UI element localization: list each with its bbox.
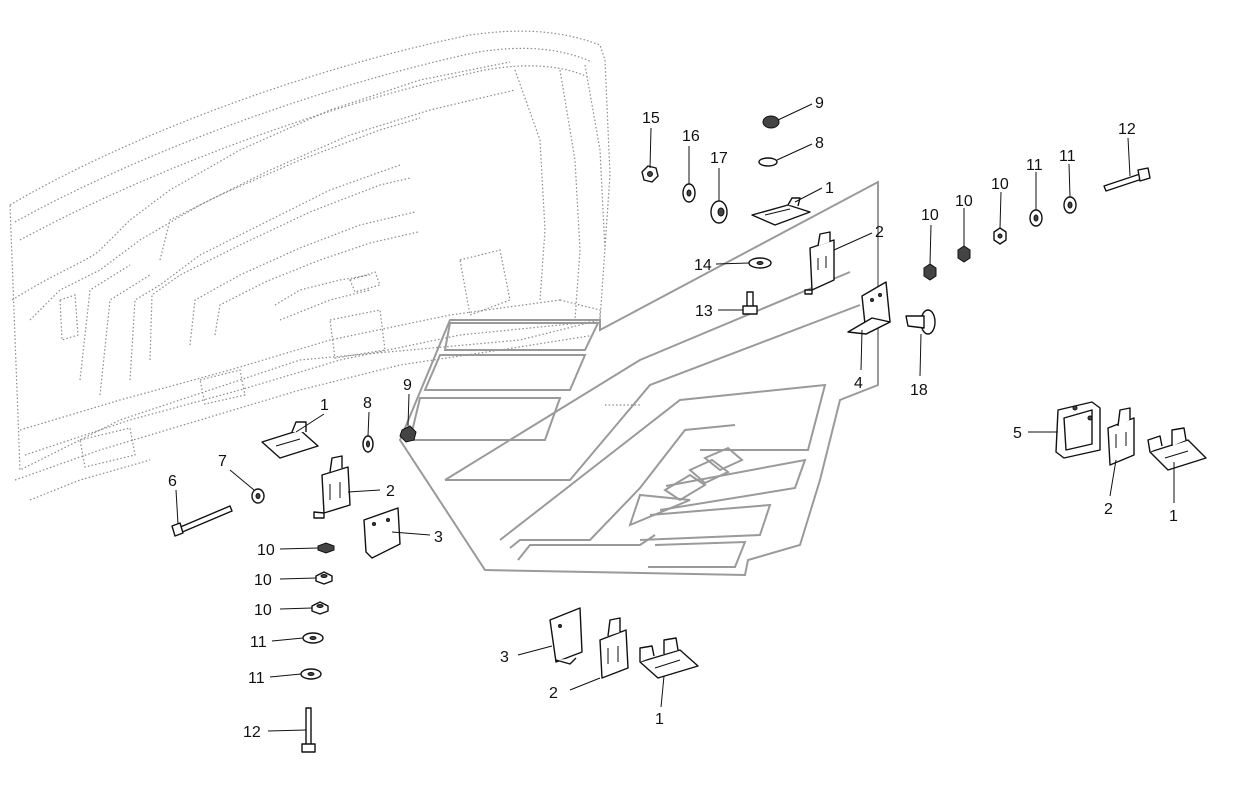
part-13-bolt xyxy=(742,291,758,315)
part-11-washer xyxy=(1063,196,1077,214)
part-10-nut xyxy=(315,571,333,585)
callout-11: 11 xyxy=(1059,148,1076,165)
part-11-washer xyxy=(302,632,324,644)
callout-13: 13 xyxy=(695,303,713,320)
leader-lines xyxy=(175,103,1175,732)
callout-4: 4 xyxy=(854,375,863,392)
callout-16: 16 xyxy=(682,128,700,145)
callout-1: 1 xyxy=(825,180,834,197)
part-3-plate xyxy=(549,607,583,665)
part-1-hinge-plate xyxy=(751,197,811,226)
callout-1: 1 xyxy=(1169,508,1178,525)
callout-2: 2 xyxy=(549,685,558,702)
part-10-nut xyxy=(923,263,937,281)
part-2-bracket xyxy=(313,455,351,519)
part-17-spacer xyxy=(710,200,728,224)
callout-1: 1 xyxy=(320,397,329,414)
part-8-washer xyxy=(362,435,374,453)
callout-6: 6 xyxy=(168,473,177,490)
callout-8: 8 xyxy=(815,135,824,152)
part-15-nut xyxy=(641,165,659,183)
callout-12: 12 xyxy=(243,724,261,741)
callout-18: 18 xyxy=(910,382,928,399)
part-3-plate xyxy=(363,507,401,559)
callout-10: 10 xyxy=(921,207,939,224)
callout-14: 14 xyxy=(694,257,712,274)
part-16-washer xyxy=(682,183,696,203)
part-12-bolt xyxy=(1103,167,1151,192)
part-11-washer xyxy=(1029,209,1043,227)
part-2-bracket xyxy=(804,231,835,295)
callout-9: 9 xyxy=(403,377,412,394)
part-2-bracket xyxy=(1107,407,1135,466)
part-10-nut xyxy=(317,542,335,554)
callout-12: 12 xyxy=(1118,121,1136,138)
part-5-bracket xyxy=(1055,401,1101,459)
callout-10: 10 xyxy=(254,572,272,589)
callout-2: 2 xyxy=(386,483,395,500)
part-12-bolt xyxy=(301,707,316,753)
callout-8: 8 xyxy=(363,395,372,412)
callout-10: 10 xyxy=(257,542,275,559)
callout-9: 9 xyxy=(815,95,824,112)
part-1-hinge-plate xyxy=(261,421,319,459)
callout-15: 15 xyxy=(642,110,660,127)
callout-7: 7 xyxy=(218,453,227,470)
part-14-washer xyxy=(748,257,772,269)
callout-10: 10 xyxy=(254,602,272,619)
callout-11: 11 xyxy=(250,634,267,651)
part-6-bolt xyxy=(171,505,233,537)
callout-3: 3 xyxy=(500,649,509,666)
part-1-hinge-plate xyxy=(639,637,699,679)
callout-2: 2 xyxy=(1104,501,1113,518)
part-10-nut xyxy=(993,227,1007,245)
callout-10: 10 xyxy=(991,176,1009,193)
callout-3: 3 xyxy=(434,529,443,546)
part-2-bracket xyxy=(599,617,629,679)
part-7-washer xyxy=(251,488,265,504)
callout-10: 10 xyxy=(955,193,973,210)
part-4-plate xyxy=(847,281,891,335)
part-11-washer xyxy=(300,668,322,680)
callout-1: 1 xyxy=(655,711,664,728)
callout-11: 11 xyxy=(248,670,265,687)
part-10-nut xyxy=(957,245,971,263)
callout-17: 17 xyxy=(710,150,728,167)
part-9-nut xyxy=(399,425,417,443)
callout-2: 2 xyxy=(875,224,884,241)
cab-body-outline xyxy=(9,30,611,501)
callout-labels: 15 16 17 9 8 1 2 14 13 4 18 10 10 10 11 … xyxy=(168,95,1178,741)
callout-5: 5 xyxy=(1013,425,1022,442)
part-8-washer xyxy=(758,157,778,167)
part-10-nut xyxy=(311,601,329,615)
callout-11: 11 xyxy=(1026,157,1043,174)
part-9-nut xyxy=(762,115,780,129)
hood-panel-outline xyxy=(398,180,879,577)
part-18-pin xyxy=(905,309,936,335)
part-1-hinge-plate xyxy=(1147,427,1207,471)
